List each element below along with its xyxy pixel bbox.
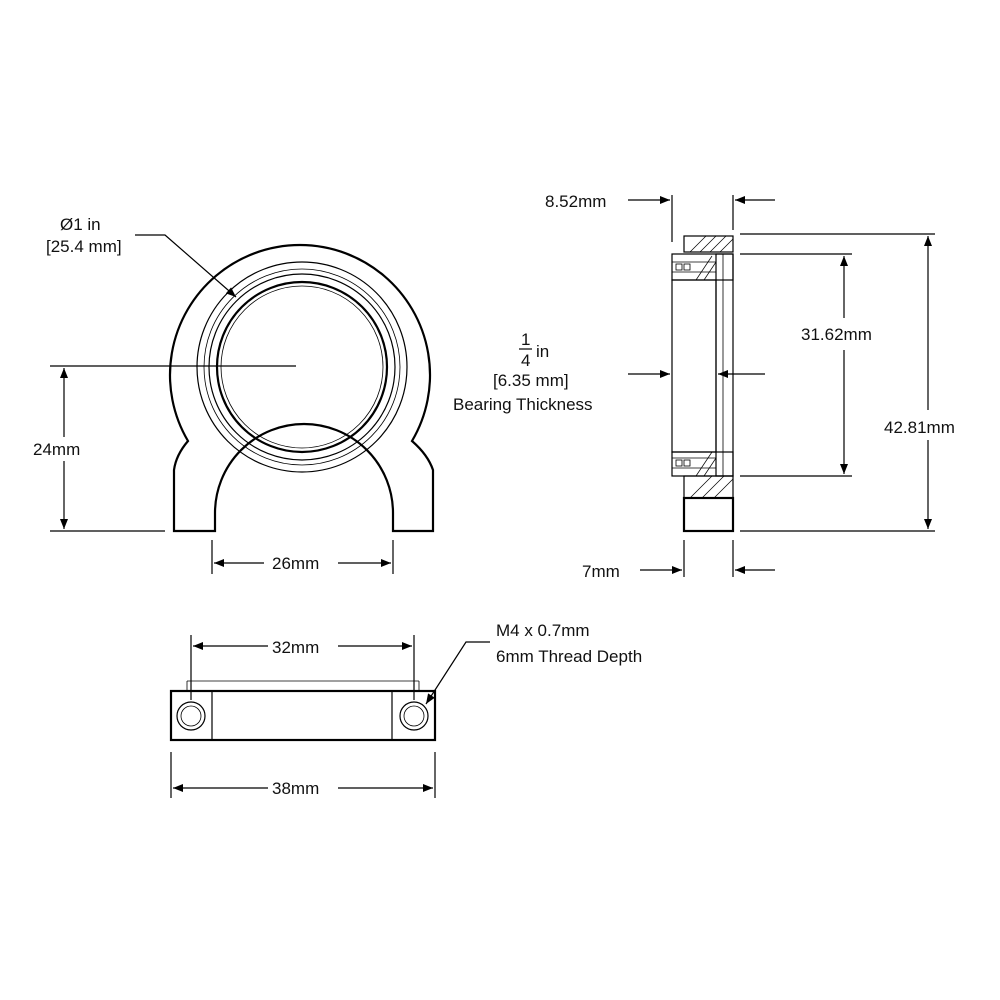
bottom-body [169, 689, 437, 742]
right-threaded-hole-inner [403, 705, 425, 727]
front-view-outline [168, 243, 435, 533]
bearing-fraction-numerator: 1 [521, 330, 530, 349]
housing-ring-outer [196, 261, 408, 473]
diameter-label-in: Ø1 in [60, 215, 101, 234]
housing-ring-mid [203, 268, 401, 466]
housing-ring-inner [208, 273, 396, 461]
thread-spec-label: M4 x 0.7mm [496, 621, 590, 640]
hole-spacing-label: 32mm [272, 638, 319, 657]
bottom-view: 32mm M4 x 0.7mm 6mm Thread Depth 38mm [169, 621, 642, 798]
front-view: Ø1 in [25.4 mm] 24mm 26mm [28, 215, 435, 574]
side-view: 8.52mm 1 4 in [6.35 mm] Bearing Thicknes… [453, 192, 955, 581]
side-base-block [682, 496, 735, 533]
gap-dim-label: 26mm [272, 554, 319, 573]
left-threaded-hole-outer [176, 701, 206, 731]
bearing-bore-chamfer [220, 285, 384, 449]
bearing-caption: Bearing Thickness [453, 395, 593, 414]
side-housing-wall [715, 253, 734, 477]
height-dim-label: 24mm [33, 440, 80, 459]
inner-height-label: 31.62mm [801, 325, 872, 344]
right-threaded-hole-outer [399, 701, 429, 731]
side-lower-race [671, 451, 734, 477]
bearing-unit-label: in [536, 342, 549, 361]
side-upper-race [671, 253, 734, 281]
diameter-leader [135, 234, 237, 298]
bearing-mm-label: [6.35 mm] [493, 371, 569, 390]
thread-leader [425, 641, 490, 705]
base-thickness-label: 7mm [582, 562, 620, 581]
overall-height-label: 42.81mm [884, 418, 955, 437]
bearing-bore [215, 280, 389, 454]
side-top-cap [683, 235, 734, 253]
overall-width-label: 38mm [272, 779, 319, 798]
side-bearing-body [671, 279, 717, 453]
top-thickness-label: 8.52mm [545, 192, 606, 211]
left-threaded-hole-inner [180, 705, 202, 727]
bearing-fraction-denominator: 4 [521, 351, 530, 370]
thread-depth-label: 6mm Thread Depth [496, 647, 642, 666]
diameter-label-mm: [25.4 mm] [46, 237, 122, 256]
